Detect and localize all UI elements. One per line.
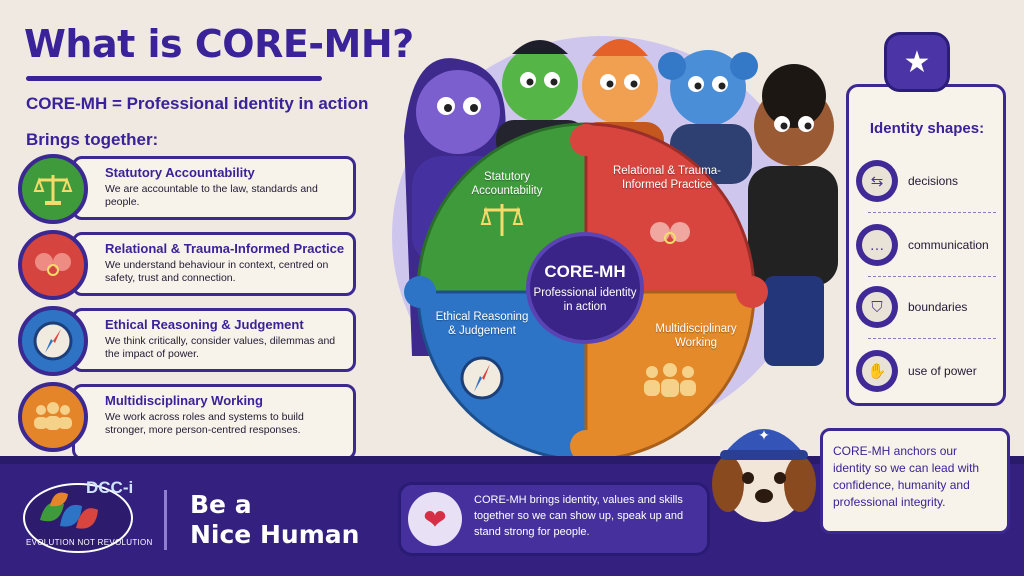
- pillar-card: Statutory Accountability We are accounta…: [72, 156, 356, 220]
- identity-item-label: boundaries: [908, 300, 968, 314]
- dcc-i-logo: [23, 483, 133, 553]
- scales-icon: [480, 204, 524, 236]
- logo-name: DCC-i: [86, 478, 134, 497]
- pillar-multidisciplinary: Multidisciplinary Working We work across…: [18, 382, 356, 460]
- svg-text:✦: ✦: [758, 428, 770, 444]
- message-text: CORE-MH brings identity, values and skil…: [474, 494, 684, 538]
- pillar-card: Multidisciplinary Working We work across…: [72, 384, 356, 460]
- pillar-relational: Relational & Trauma-Informed Practice We…: [18, 230, 356, 300]
- heart-icon: ❤: [408, 492, 462, 546]
- team-icon: [18, 382, 88, 452]
- core-mh-center: CORE-MH Professional identity in action: [526, 232, 644, 344]
- pillar-title: Statutory Accountability: [105, 165, 255, 180]
- puzzle-label-multidisciplinary: Multidisciplinary Working: [655, 323, 737, 349]
- scales-icon: [18, 154, 88, 224]
- star-icon: ★: [884, 32, 950, 92]
- identity-item-boundaries: ⛉ boundaries: [856, 282, 1000, 332]
- slogan: Be a Nice Human: [190, 490, 359, 550]
- anchor-statement: CORE-MH anchors our identity so we can l…: [820, 428, 1010, 534]
- slogan-line1: Be a: [190, 490, 252, 519]
- slogan-line2: Nice Human: [190, 520, 360, 549]
- identity-item-decisions: ⇆ decisions: [856, 156, 1000, 206]
- shield-icon: ⛉: [856, 286, 898, 328]
- identity-item-label: use of power: [908, 364, 977, 378]
- divider: [868, 338, 996, 339]
- hand-icon: ✋: [856, 350, 898, 392]
- speech-bubble-icon: …: [856, 224, 898, 266]
- pillar-card: Relational & Trauma-Informed Practice We…: [72, 232, 356, 296]
- compass-icon: [460, 356, 504, 400]
- hands-heart-icon: [18, 230, 88, 300]
- pillar-card: Ethical Reasoning & Judgement We think c…: [72, 308, 356, 372]
- core-title: CORE-MH: [544, 262, 626, 281]
- title-underline: [26, 76, 322, 81]
- hands-heart-icon: [650, 222, 690, 244]
- identity-item-use-of-power: ✋ use of power: [856, 346, 1000, 396]
- identity-item-label: decisions: [908, 174, 959, 188]
- pillar-title: Multidisciplinary Working: [105, 393, 263, 408]
- divider: [868, 276, 996, 277]
- compass-icon: [18, 306, 88, 376]
- logo-tagline: EVOLUTION NOT REVOLUTION: [26, 538, 153, 547]
- core-subtitle: Professional identity in action: [533, 287, 637, 313]
- pillar-title: Relational & Trauma-Informed Practice: [105, 241, 345, 256]
- page-title: What is CORE-MH?: [24, 22, 414, 66]
- team-icon: [644, 363, 696, 397]
- brings-together-label: Brings together:: [26, 130, 159, 149]
- pillar-description: We think critically, consider values, di…: [105, 335, 336, 360]
- puzzle-label-ethical: Ethical Reasoning & Judgement: [435, 311, 529, 337]
- identity-item-communication: … communication: [856, 220, 1000, 270]
- pillar-description: We understand behaviour in context, cent…: [105, 259, 329, 284]
- identity-shapes-title: Identity shapes:: [869, 120, 985, 137]
- pillar-title: Ethical Reasoning & Judgement: [105, 317, 304, 332]
- dog-mascot: ✦: [712, 428, 816, 522]
- footer-band-edge: [0, 456, 1024, 464]
- identity-item-label: communication: [908, 238, 989, 252]
- subtitle: CORE-MH = Professional identity in actio…: [26, 94, 369, 113]
- pillar-ethical: Ethical Reasoning & Judgement We think c…: [18, 306, 356, 376]
- divider: [164, 490, 167, 550]
- puzzle-label-relational: Relational & Trauma-Informed Practice: [612, 165, 722, 191]
- pillar-statutory: Statutory Accountability We are accounta…: [18, 154, 356, 224]
- pillar-description: We are accountable to the law, standards…: [105, 183, 318, 208]
- signpost-icon: ⇆: [856, 160, 898, 202]
- divider: [868, 212, 996, 213]
- puzzle-label-statutory: Statutory Accountability: [471, 171, 543, 197]
- pillar-description: We work across roles and systems to buil…: [105, 411, 304, 436]
